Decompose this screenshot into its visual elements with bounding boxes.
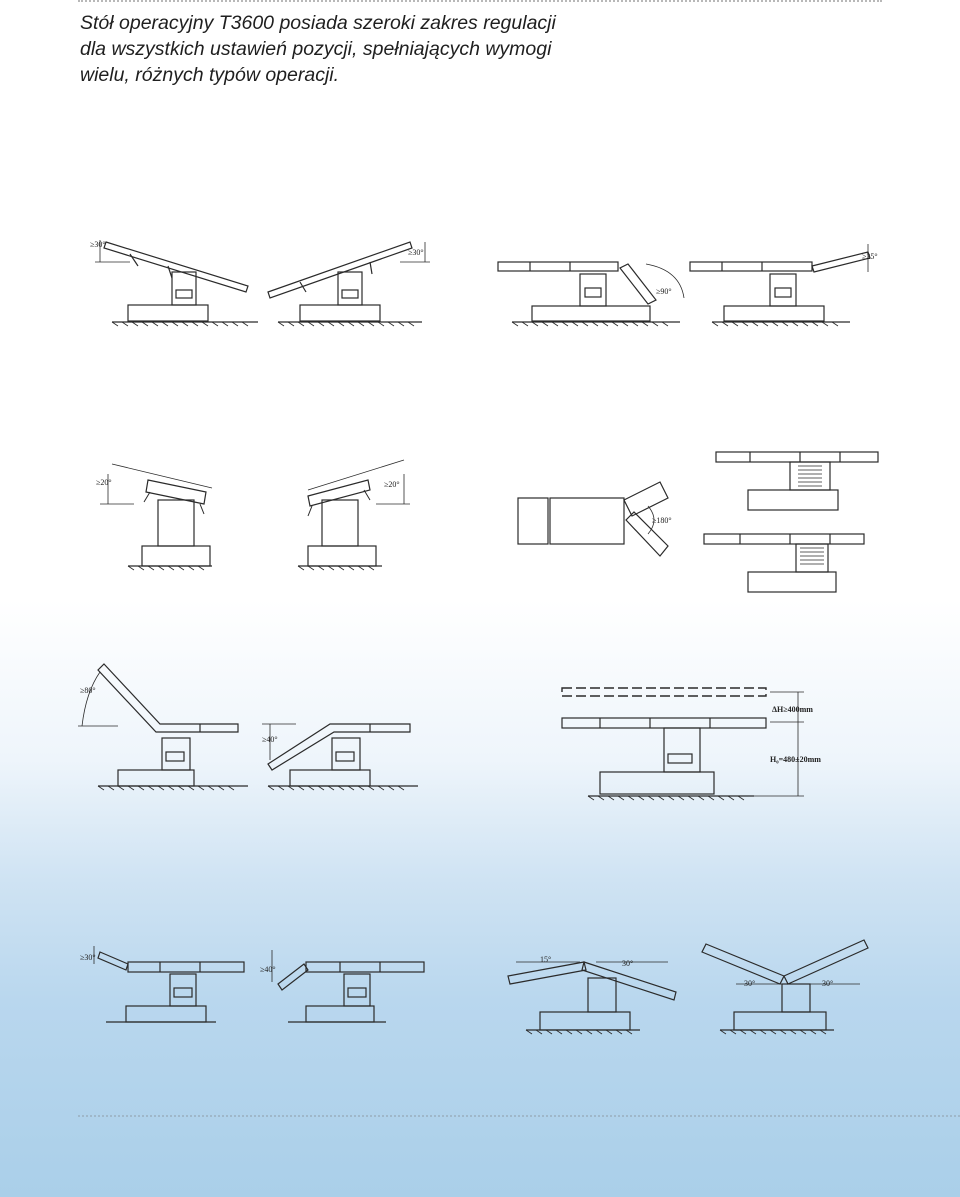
diagram-lift-low-view bbox=[703, 533, 865, 593]
diagram-head-down: ≥40° bbox=[260, 950, 425, 1023]
reflex-right-angle: 30° bbox=[822, 979, 833, 988]
diagram-leg-split: ≥180° bbox=[517, 481, 672, 557]
lateral-right-angle: ≥20° bbox=[384, 480, 400, 489]
leg-split-angle: ≥180° bbox=[652, 516, 672, 525]
back-up-angle: ≥80° bbox=[80, 686, 96, 695]
intro-paragraph: Stół operacyjny T3600 posiada szeroki za… bbox=[80, 10, 640, 88]
back-down-angle: ≥40° bbox=[262, 735, 278, 744]
leg-down-angle: ≥90° bbox=[656, 287, 672, 296]
intro-line-3: wielu, różnych typów operacji. bbox=[80, 64, 340, 86]
leg-up-angle: ≥25° bbox=[862, 252, 878, 261]
reflex-left-angle: 30° bbox=[744, 979, 755, 988]
flex-left-angle: 15° bbox=[540, 955, 551, 964]
intro-line-2: dla wszystkich ustawień pozycji, spełnia… bbox=[80, 38, 552, 60]
diagram-trend-head-down: ≥30° bbox=[267, 241, 430, 327]
min-height-label: H₀=480±20mm bbox=[770, 755, 821, 764]
diagram-height-range: ΔH≥400mm H₀=480±20mm bbox=[561, 687, 821, 801]
diagram-trend-head-up: ≥30° bbox=[90, 240, 258, 327]
head-up-angle: ≥30° bbox=[80, 953, 96, 962]
diagram-head-up: ≥30° bbox=[80, 946, 245, 1023]
flex-right-angle: 30° bbox=[622, 959, 633, 968]
bottom-dotted-rule bbox=[78, 1115, 960, 1117]
intro-line-1: Stół operacyjny T3600 posiada szeroki za… bbox=[80, 12, 556, 34]
diagram-leg-up: ≥25° bbox=[689, 244, 878, 327]
head-down-angle: ≥40° bbox=[260, 965, 276, 974]
diagram-reflex: 30° 30° bbox=[701, 939, 869, 1035]
diagram-lateral-left: ≥20° bbox=[96, 463, 213, 571]
diagram-back-up: ≥80° bbox=[78, 663, 248, 791]
diagram-lateral-right: ≥20° bbox=[297, 459, 410, 571]
trend-head-up-angle: ≥30° bbox=[90, 240, 106, 249]
diagram-back-down: ≥40° bbox=[262, 723, 418, 791]
top-dotted-rule bbox=[78, 0, 882, 2]
trend-head-down-angle: ≥30° bbox=[408, 248, 424, 257]
diagram-leg-down: ≥90° bbox=[497, 261, 685, 327]
diagram-flex: 15° 30° bbox=[507, 955, 677, 1035]
diagram-lift-top-view bbox=[715, 451, 879, 511]
lateral-left-angle: ≥20° bbox=[96, 478, 112, 487]
lift-stroke-label: ΔH≥400mm bbox=[772, 705, 813, 714]
